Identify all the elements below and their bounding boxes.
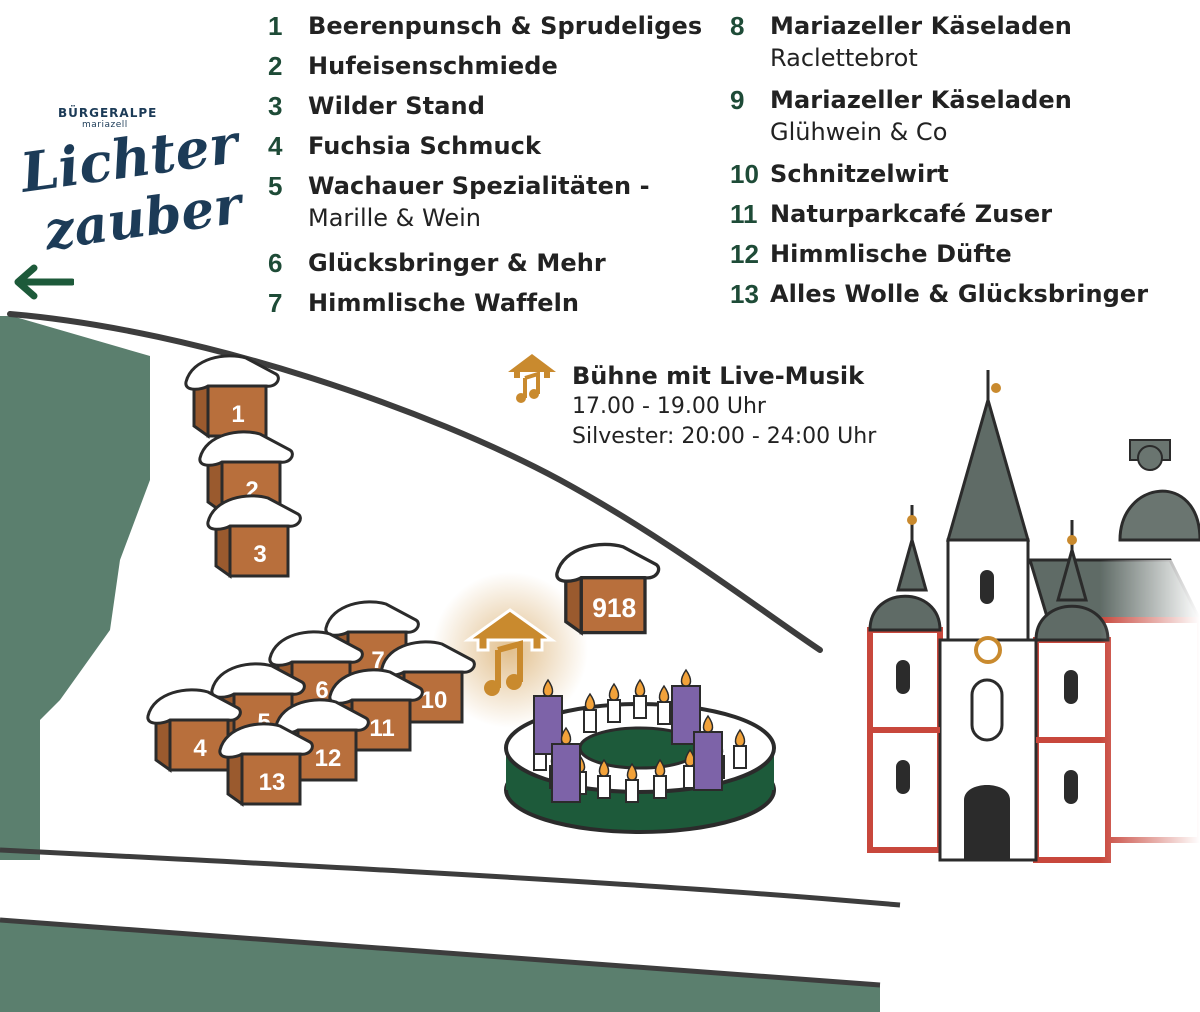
- snow-roof-icon: [555, 542, 661, 583]
- hut-label: 10: [421, 687, 448, 714]
- advent-candle: [693, 714, 723, 791]
- legend-name: Himmlische Waffeln: [308, 289, 580, 317]
- legend-name: Beerenpunsch & Sprudeliges: [308, 12, 703, 40]
- legend-item-2[interactable]: 2 Hufeisenschmiede: [268, 48, 708, 88]
- small-candle: [633, 678, 647, 719]
- legend-item-5[interactable]: 5 Wachauer Spezialitäten - Marille & Wei…: [268, 168, 708, 245]
- legend-name: Naturparkcafé Zuser: [770, 200, 1053, 228]
- hut-wall: [240, 752, 302, 806]
- church-icon: [867, 370, 1200, 880]
- legend-sub: Glühwein & Co: [770, 118, 948, 146]
- hut-label: 1: [231, 401, 244, 428]
- legend-number: 13: [730, 279, 759, 309]
- legend-name: Mariazeller Käseladen: [770, 86, 1072, 114]
- hut-label: 12: [315, 745, 342, 772]
- snow-roof-icon: [268, 630, 364, 667]
- small-candle: [607, 682, 621, 723]
- hut-label: 13: [259, 769, 286, 796]
- legend-name: Fuchsia Schmuck: [308, 132, 542, 160]
- legend-item-12[interactable]: 12 Himmlische Düfte: [730, 236, 1170, 276]
- legend-name: Glücksbringer & Mehr: [308, 249, 606, 277]
- small-candle: [583, 692, 597, 733]
- snow-path: [0, 847, 901, 908]
- legend-item-13[interactable]: 13 Alles Wolle & Glücksbringer: [730, 276, 1170, 316]
- logo-sub-brand: mariazell: [82, 120, 128, 130]
- hut-4[interactable]: 4: [146, 688, 242, 773]
- legend-name: Alles Wolle & Glücksbringer: [770, 280, 1149, 308]
- snow-roof-icon: [206, 494, 302, 531]
- legend-sub: Raclettebrot: [770, 44, 918, 72]
- legend-number: 2: [268, 51, 283, 81]
- snow-roof-icon: [146, 688, 242, 725]
- market-huts: 123918761051141213: [146, 354, 661, 807]
- snow-roof-icon: [218, 722, 314, 759]
- hut-label: 11: [369, 715, 394, 742]
- legend-item-8[interactable]: 8 Mariazeller Käseladen Raclettebrot: [730, 8, 1170, 82]
- legend-number: 4: [268, 131, 283, 161]
- legend-number: 1: [268, 11, 283, 41]
- legend-item-7[interactable]: 7 Himmlische Waffeln: [268, 285, 708, 325]
- hut-label: 3: [253, 541, 266, 568]
- hut-1[interactable]: 1: [184, 354, 280, 439]
- legend-name: Schnitzelwirt: [770, 160, 949, 188]
- legend-number: 10: [730, 159, 759, 189]
- legend-left: 1 Beerenpunsch & Sprudeliges 2 Hufeisens…: [268, 8, 708, 325]
- stage-info: Bühne mit Live-Musik 17.00 - 19.00 Uhr S…: [572, 360, 876, 452]
- legend-item-3[interactable]: 3 Wilder Stand: [268, 88, 708, 128]
- small-candle: [733, 728, 747, 769]
- stage-legend-icon: [508, 354, 556, 403]
- legend-item-11[interactable]: 11 Naturparkcafé Zuser: [730, 196, 1170, 236]
- road-strip: [0, 920, 880, 1012]
- stage-music-icon[interactable]: [463, 608, 557, 696]
- logo-brand: BÜRGERALPE: [58, 106, 158, 120]
- stage-silvester: Silvester: 20:00 - 24:00 Uhr: [572, 424, 877, 449]
- lichterzauber-logo: BÜRGERALPE mariazell Lichter zauber: [0, 84, 245, 304]
- snow-roof-icon: [324, 600, 420, 637]
- hut-2[interactable]: 2: [198, 430, 294, 515]
- forest-area: [0, 316, 150, 860]
- snow-roof-icon: [210, 662, 306, 699]
- hut-label: 4: [193, 735, 207, 762]
- hut-3[interactable]: 3: [206, 494, 302, 579]
- stage-times: 17.00 - 19.00 Uhr: [572, 394, 766, 419]
- small-candle: [597, 758, 611, 799]
- legend-name: Himmlische Düfte: [770, 240, 1012, 268]
- hut-label: 6: [315, 677, 328, 704]
- advent-candle: [551, 726, 581, 803]
- legend-name: Wachauer Spezialitäten -: [308, 172, 650, 200]
- legend-item-6[interactable]: 6 Glücksbringer & Mehr: [268, 245, 708, 285]
- arrow-left-icon[interactable]: [4, 264, 74, 300]
- legend-number: 6: [268, 248, 283, 278]
- legend-number: 7: [268, 288, 283, 318]
- legend-number: 8: [730, 11, 745, 41]
- hut-918[interactable]: 918: [555, 542, 661, 636]
- stage-title: Bühne mit Live-Musik: [572, 362, 865, 390]
- legend-item-1[interactable]: 1 Beerenpunsch & Sprudeliges: [268, 8, 708, 48]
- hill-edge: [7, 311, 823, 653]
- legend-item-10[interactable]: 10 Schnitzelwirt: [730, 156, 1170, 196]
- legend-number: 11: [730, 199, 758, 229]
- legend-number: 5: [268, 171, 283, 201]
- snow-roof-icon: [184, 354, 280, 391]
- hut-label: 918: [592, 593, 636, 623]
- legend-item-9[interactable]: 9 Mariazeller Käseladen Glühwein & Co: [730, 82, 1170, 156]
- legend-name: Mariazeller Käseladen: [770, 12, 1072, 40]
- legend-number: 9: [730, 85, 745, 115]
- snow-roof-icon: [198, 430, 294, 467]
- legend-number: 12: [730, 239, 759, 269]
- legend-sub: Marille & Wein: [308, 204, 481, 232]
- small-candle: [625, 762, 639, 803]
- legend-right: 8 Mariazeller Käseladen Raclettebrot 9 M…: [730, 8, 1170, 316]
- advent-wreath-icon: [504, 668, 776, 834]
- legend-name: Wilder Stand: [308, 92, 485, 120]
- hut-13[interactable]: 13: [218, 722, 314, 807]
- small-candle: [657, 684, 671, 725]
- legend-number: 3: [268, 91, 283, 121]
- legend-name: Hufeisenschmiede: [308, 52, 558, 80]
- small-candle: [653, 758, 667, 799]
- legend-item-4[interactable]: 4 Fuchsia Schmuck: [268, 128, 708, 168]
